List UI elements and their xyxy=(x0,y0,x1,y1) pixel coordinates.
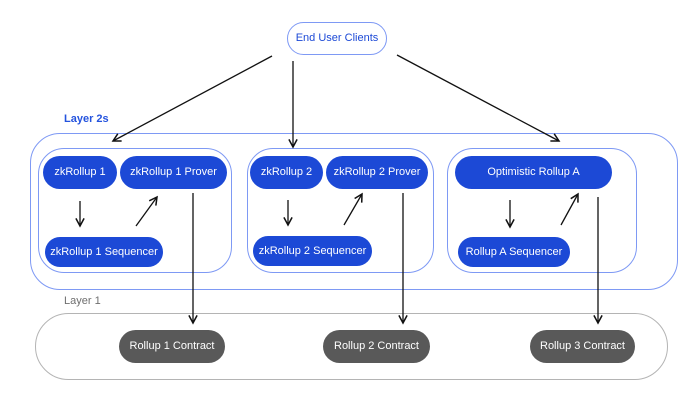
rollup-a-sequencer-node: Rollup A Sequencer xyxy=(458,237,570,267)
zkrollup2-node: zkRollup 2 xyxy=(250,156,323,189)
zkrollup2-prover-node: zkRollup 2 Prover xyxy=(326,156,428,189)
rollup1-contract-label: Rollup 1 Contract xyxy=(129,340,215,352)
zkrollup1-prover-label: zkRollup 1 Prover xyxy=(130,166,217,178)
zkrollup2-label: zkRollup 2 xyxy=(260,166,313,178)
layer2-container xyxy=(30,133,678,290)
optimistic-rollup-group-box xyxy=(447,148,637,273)
rollup3-contract-label: Rollup 3 Contract xyxy=(540,340,625,352)
rollup-a-sequencer-label: Rollup A Sequencer xyxy=(465,245,563,258)
zkrollup1-sequencer-node: zkRollup 1 Sequencer xyxy=(45,237,163,267)
rollup2-contract-node: Rollup 2 Contract xyxy=(323,330,430,363)
rollup2-contract-label: Rollup 2 Contract xyxy=(334,340,419,352)
zkrollup1-node: zkRollup 1 xyxy=(43,156,117,189)
zkrollup2-prover-label: zkRollup 2 Prover xyxy=(333,166,421,178)
zkrollup1-label: zkRollup 1 xyxy=(54,166,106,178)
optimistic-rollup-a-node: Optimistic Rollup A xyxy=(455,156,612,189)
zkrollup1-sequencer-label: zkRollup 1 Sequencer xyxy=(50,245,158,258)
layer1-zone-label: Layer 1 xyxy=(64,295,101,307)
zkrollup1-group-box xyxy=(38,148,232,273)
arrow-clients-to-optimistic-group xyxy=(396,54,561,142)
rollup3-contract-node: Rollup 3 Contract xyxy=(530,330,635,363)
end-user-clients-node: End User Clients xyxy=(287,22,387,55)
zkrollup2-group-box xyxy=(247,148,434,273)
zkrollup1-prover-node: zkRollup 1 Prover xyxy=(120,156,227,189)
optimistic-rollup-a-label: Optimistic Rollup A xyxy=(487,166,580,178)
rollup1-contract-node: Rollup 1 Contract xyxy=(119,330,225,363)
arrow-clients-to-zkrollup1-group xyxy=(111,55,273,142)
zkrollup2-sequencer-node: zkRollup 2 Sequencer xyxy=(253,236,372,266)
zkrollup2-sequencer-label: zkRollup 2 Sequencer xyxy=(258,244,367,257)
end-user-clients-label: End User Clients xyxy=(295,32,379,44)
layer2-zone-label: Layer 2s xyxy=(64,113,109,125)
